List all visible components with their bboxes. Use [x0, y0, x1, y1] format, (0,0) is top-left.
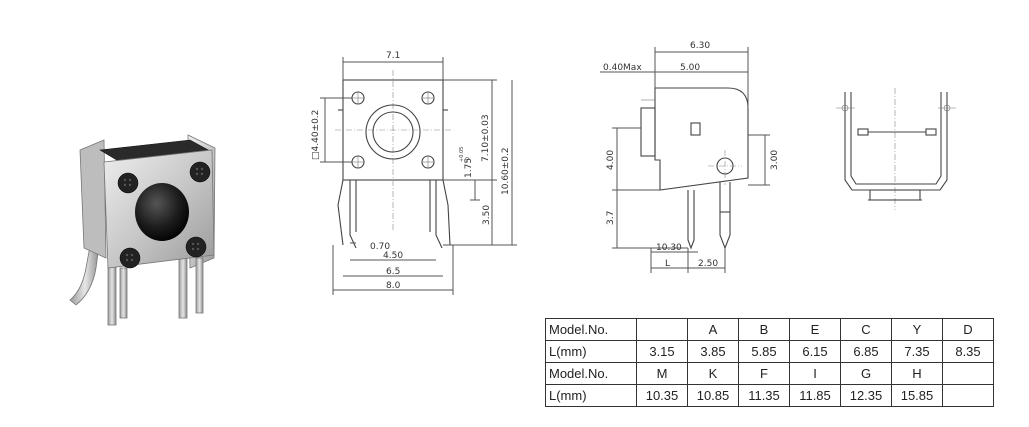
- table-cell: H: [891, 362, 943, 385]
- table-cell: 11.85: [789, 384, 841, 407]
- dim-height-right: 3.00: [770, 150, 780, 170]
- dim-pin-offset-tol-top: +0.05: [459, 147, 465, 162]
- table-cell: C: [840, 318, 892, 341]
- front-view-drawing: 7.1 □4.40±0.2 7.10±0.03 10.60±0.2 1.75 +…: [311, 51, 517, 295]
- dim-height-body: 7.10±0.03: [481, 114, 491, 162]
- dim-pin-offset-tol-bot: -0: [465, 157, 471, 162]
- table-cell: [942, 362, 994, 385]
- table-cell: K: [687, 362, 739, 385]
- table-cell: [636, 318, 688, 341]
- dim-total-width: 6.30: [690, 41, 710, 51]
- table-cell: I: [789, 362, 841, 385]
- dim-pin-pitch: 4.50: [383, 251, 403, 261]
- table-cell: E: [789, 318, 841, 341]
- dim-body-width: 5.00: [680, 63, 700, 73]
- dim-pin-len: 3.50: [482, 205, 492, 225]
- table-cell: 3.85: [687, 340, 739, 363]
- end-view-drawing: [836, 88, 956, 210]
- dim-pin-offset: 1.75: [464, 158, 474, 178]
- table-cell: 12.35: [840, 384, 892, 407]
- table-cell: B: [738, 318, 790, 341]
- dim-height-left: 4.00: [606, 150, 616, 170]
- table-row-header: L(mm): [545, 340, 637, 363]
- dim-width-top: 7.1: [386, 51, 400, 61]
- table-cell: 15.85: [891, 384, 943, 407]
- table-cell: 10.35: [636, 384, 688, 407]
- table-cell: D: [942, 318, 994, 341]
- dim-max: 0.40Max: [603, 63, 642, 73]
- table-cell: 6.85: [840, 340, 892, 363]
- table-cell: 10.85: [687, 384, 739, 407]
- dim-width-bottom: 8.0: [386, 281, 401, 291]
- table-row-header: Model.No.: [545, 362, 637, 385]
- table-row-header: L(mm): [545, 384, 637, 407]
- table-cell: 11.35: [738, 384, 790, 407]
- table-cell: A: [687, 318, 739, 341]
- dim-pin-thick: 10.30: [656, 243, 682, 253]
- dim-width-mid: 6.5: [386, 267, 400, 277]
- table-cell: Y: [891, 318, 943, 341]
- side-view-drawing: 6.30 0.40Max 5.00 4.00 3.00 3.7 10.30 L …: [600, 41, 780, 273]
- switch-photo: [69, 134, 216, 326]
- table-row-header: Model.No.: [545, 318, 637, 341]
- table-cell: M: [636, 362, 688, 385]
- dim-L: L: [665, 259, 670, 269]
- dim-height-total: 10.60±0.2: [501, 147, 511, 195]
- table-cell: [942, 384, 994, 407]
- table-cell: G: [840, 362, 892, 385]
- dim-square: □4.40±0.2: [311, 110, 321, 160]
- dim-pin-width: 0.70: [370, 242, 390, 252]
- table-cell: 3.15: [636, 340, 688, 363]
- table-cell: 8.35: [942, 340, 994, 363]
- dim-pin-len-side: 3.7: [606, 211, 616, 225]
- table-cell: 7.35: [891, 340, 943, 363]
- dim-offset: 2.50: [698, 259, 718, 269]
- table-cell: F: [738, 362, 790, 385]
- table-cell: 6.15: [789, 340, 841, 363]
- table-cell: 5.85: [738, 340, 790, 363]
